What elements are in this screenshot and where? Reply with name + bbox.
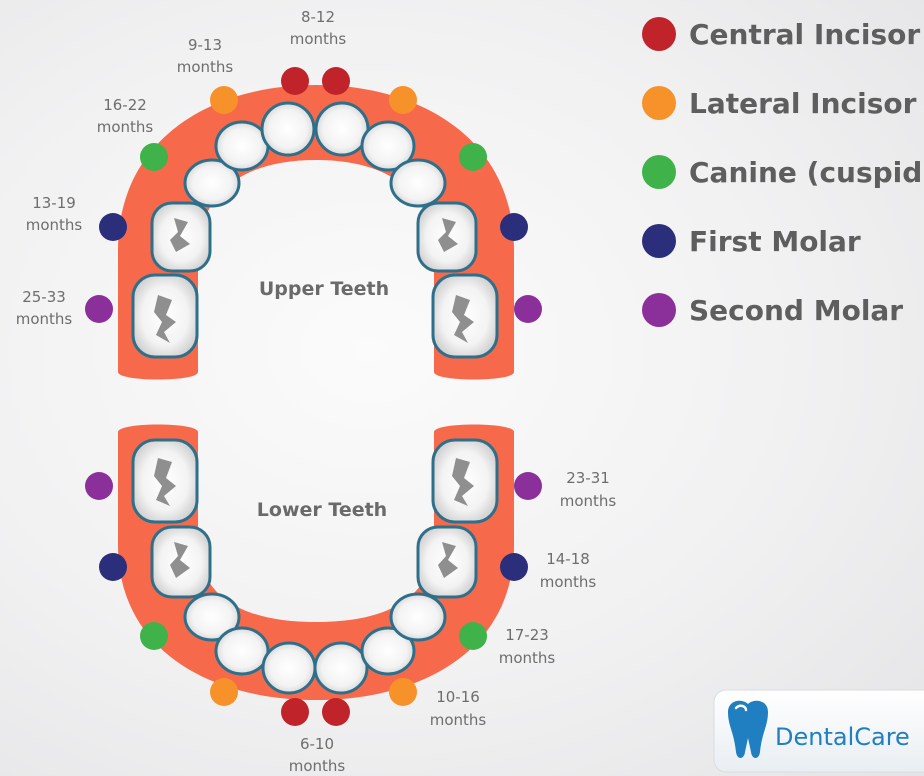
- legend-first-molar-label: First Molar: [689, 225, 861, 258]
- brand-name: DentalCare: [775, 723, 910, 751]
- lower-canine-age-range: 17-23: [505, 626, 549, 644]
- upper-left-lateral-dot: [210, 86, 238, 114]
- lower-second-molar-age-unit: months: [560, 492, 617, 510]
- lower-first-molar-age-range: 14-18: [546, 550, 590, 568]
- lower-lateral-age-unit: months: [430, 711, 487, 729]
- lower-left-second-molar: [133, 440, 197, 522]
- legend: Central Incisor Lateral Incisor Canine (…: [642, 17, 924, 327]
- upper-left-first-molar-dot: [99, 213, 127, 241]
- upper-right-central-dot: [322, 67, 350, 95]
- upper-first-molar-age-range: 13-19: [32, 194, 76, 212]
- legend-lateral-incisor-label: Lateral Incisor: [689, 87, 917, 120]
- legend-central-incisor-label: Central Incisor: [689, 18, 920, 51]
- upper-central-age-unit: months: [290, 30, 347, 48]
- upper-right-first-molar: [418, 203, 476, 271]
- lower-first-molar-age-unit: months: [540, 573, 597, 591]
- lower-right-central-dot: [322, 698, 350, 726]
- lower-left-lateral-dot: [210, 678, 238, 706]
- upper-left-second-molar-dot: [85, 295, 113, 323]
- lower-right-canine-dot: [459, 622, 487, 650]
- upper-left-second-molar: [133, 275, 197, 357]
- lower-right-first-molar-dot: [500, 553, 528, 581]
- lower-central-age-range: 6-10: [300, 735, 334, 753]
- legend-canine-swatch: [642, 155, 676, 189]
- lower-right-first-molar: [418, 527, 476, 597]
- lower-central-age-unit: months: [289, 757, 346, 775]
- lower-left-first-molar: [152, 527, 210, 597]
- legend-second-molar-label: Second Molar: [689, 294, 903, 327]
- lower-right-lateral-dot: [389, 678, 417, 706]
- legend-second-molar-swatch: [642, 293, 676, 327]
- lower-left-lateral-incisor: [216, 628, 268, 674]
- lower-teeth-title: Lower Teeth: [257, 499, 387, 521]
- upper-right-lateral-dot: [389, 86, 417, 114]
- upper-first-molar-age-unit: months: [26, 216, 83, 234]
- lower-right-second-molar-dot: [514, 472, 542, 500]
- upper-canine-age-range: 16-22: [103, 96, 147, 114]
- upper-second-molar-age-range: 25-33: [22, 288, 66, 306]
- lower-left-central-incisor: [263, 643, 315, 693]
- legend-canine-label: Canine (cuspid): [689, 156, 924, 189]
- lower-second-molar-age-range: 23-31: [566, 469, 610, 487]
- upper-right-first-molar-dot: [500, 213, 528, 241]
- upper-right-canine-dot: [459, 143, 487, 171]
- upper-left-canine-dot: [140, 143, 168, 171]
- upper-lateral-age-unit: months: [177, 58, 234, 76]
- upper-left-first-molar: [152, 203, 210, 271]
- upper-second-molar-age-unit: months: [16, 310, 73, 328]
- lower-left-first-molar-dot: [99, 553, 127, 581]
- legend-lateral-incisor-swatch: [642, 86, 676, 120]
- upper-left-central-incisor: [262, 103, 314, 155]
- legend-first-molar-swatch: [642, 224, 676, 258]
- upper-central-age-range: 8-12: [301, 8, 335, 26]
- upper-teeth-title: Upper Teeth: [259, 278, 389, 300]
- lower-right-second-molar: [433, 440, 497, 522]
- brand-badge: DentalCare: [714, 690, 924, 772]
- lower-left-canine-dot: [140, 622, 168, 650]
- legend-central-incisor-swatch: [642, 17, 676, 51]
- upper-right-second-molar-dot: [514, 295, 542, 323]
- upper-lateral-age-range: 9-13: [188, 36, 222, 54]
- upper-right-central-incisor: [316, 103, 368, 155]
- lower-right-canine: [391, 594, 445, 640]
- upper-left-central-dot: [281, 67, 309, 95]
- lower-lateral-age-range: 10-16: [436, 688, 480, 706]
- upper-right-second-molar: [433, 275, 497, 357]
- lower-canine-age-unit: months: [499, 649, 556, 667]
- upper-jaw: Upper Teeth 8-12 months 9-13 months 16-2…: [16, 8, 542, 380]
- upper-canine-age-unit: months: [97, 118, 154, 136]
- lower-left-second-molar-dot: [85, 472, 113, 500]
- upper-left-lateral-incisor: [216, 122, 268, 170]
- lower-left-central-dot: [281, 698, 309, 726]
- upper-right-canine: [391, 160, 445, 206]
- lower-right-central-incisor: [315, 643, 367, 693]
- lower-jaw: Lower Teeth 23-31 months 14-18 months 17…: [85, 425, 616, 776]
